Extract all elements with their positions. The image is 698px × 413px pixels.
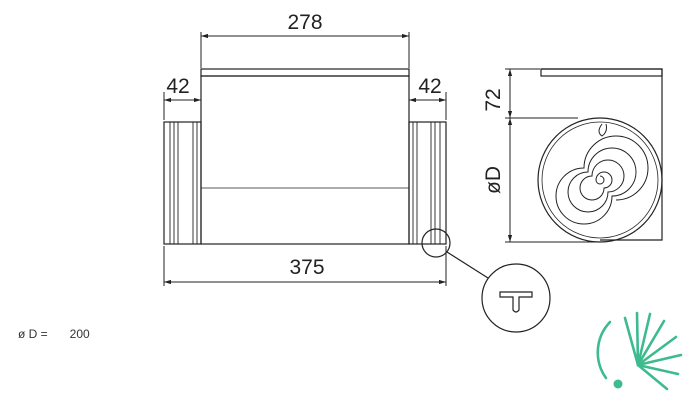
dimension-right-collar — [409, 92, 447, 120]
dimension-left-collar-label: 42 — [166, 75, 189, 98]
seal-detail-icon — [421, 228, 551, 333]
diameter-spec: ø D = 200 — [18, 327, 90, 341]
duct-heater-end-view — [537, 68, 663, 243]
dimension-total-length-label: 375 — [289, 256, 324, 279]
diameter-spec-label: ø D = — [18, 327, 48, 341]
dimension-diameter-label: øD — [482, 166, 505, 194]
dimension-right-collar-label: 42 — [418, 75, 441, 98]
duct-heater-side-view — [163, 68, 447, 245]
dimension-height-offset-label: 72 — [482, 88, 505, 111]
dimension-left-collar — [163, 92, 201, 120]
dimension-top-width-label: 278 — [287, 11, 322, 34]
brand-logo-icon — [596, 311, 683, 391]
dimension-top-width — [200, 32, 410, 68]
dimension-end-view-vertical — [505, 68, 598, 243]
diameter-spec-value: 200 — [69, 327, 90, 341]
